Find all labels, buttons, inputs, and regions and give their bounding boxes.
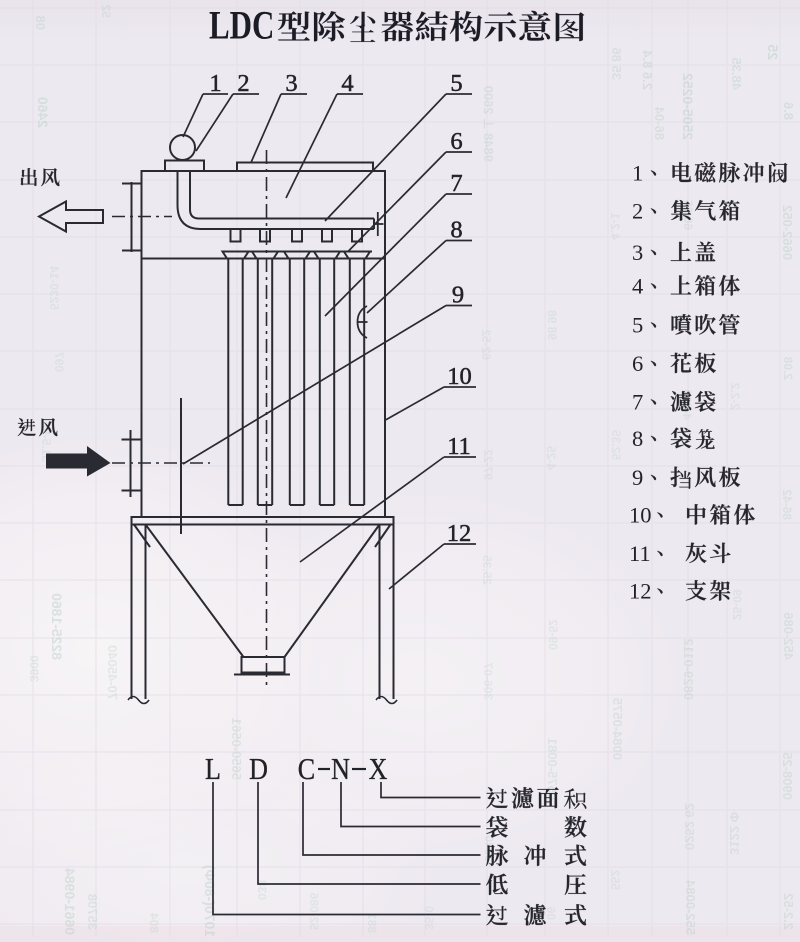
svg-text:1070(-80Φ): 1070(-80Φ): [202, 865, 218, 937]
svg-text:52: 52: [99, 4, 113, 18]
svg-text:35 86: 35 86: [609, 47, 624, 80]
svg-text:097: 097: [52, 352, 66, 372]
svg-text:86-42: 86-42: [780, 489, 794, 520]
svg-text:0084-0575: 0084-0575: [610, 698, 625, 760]
svg-text:09-52: 09-52: [546, 619, 560, 650]
svg-text:5: 5: [632, 313, 643, 338]
svg-text:804: 804: [147, 913, 161, 933]
svg-text:0252 62: 0252 62: [682, 803, 697, 850]
svg-text:C: C: [298, 752, 315, 787]
svg-text:2.6 8.4: 2.6 8.4: [640, 49, 655, 90]
svg-text:N: N: [331, 752, 350, 787]
svg-text:8: 8: [632, 426, 643, 451]
svg-text:4.2-1: 4.2-1: [608, 212, 622, 240]
svg-text:3122 Φ: 3122 Φ: [727, 811, 742, 855]
svg-text:3900: 3900: [27, 655, 41, 682]
svg-text:7: 7: [632, 390, 643, 415]
svg-text:12: 12: [629, 579, 652, 604]
svg-text:3: 3: [285, 70, 297, 97]
svg-text:5230-14: 5230-14: [47, 266, 61, 310]
svg-text:2: 2: [632, 199, 643, 224]
svg-text:1: 1: [632, 161, 643, 186]
svg-text:60 25: 60 25: [681, 200, 695, 230]
svg-text:306-07: 306-07: [481, 662, 495, 700]
svg-text:52-086: 52-086: [307, 892, 321, 930]
svg-text:6: 6: [450, 128, 462, 155]
svg-text:L: L: [205, 752, 221, 787]
svg-text:08: 08: [33, 16, 48, 30]
svg-text:9848 ⊥ 2600: 9848 ⊥ 2600: [481, 86, 496, 162]
svg-text:5: 5: [450, 70, 462, 97]
svg-text:10: 10: [629, 503, 652, 528]
svg-text:0661-0984: 0661-0984: [62, 868, 78, 935]
svg-text:2505-0252: 2505-0252: [680, 73, 696, 140]
svg-text:4: 4: [632, 274, 643, 299]
svg-text:D: D: [249, 752, 268, 787]
svg-text:038: 038: [255, 880, 269, 900]
svg-text:2-2.2: 2-2.2: [728, 382, 742, 410]
svg-text:35-0: 35-0: [422, 906, 436, 930]
svg-text:2460: 2460: [35, 97, 51, 128]
svg-text:452-086: 452-086: [781, 612, 796, 660]
svg-text:0662-052: 0662-052: [780, 205, 795, 260]
svg-text:25.35: 25.35: [480, 555, 494, 585]
svg-text:X: X: [369, 752, 388, 787]
svg-text:5650-0561: 5650-0561: [229, 718, 244, 780]
svg-text:9: 9: [452, 282, 464, 309]
svg-text:8.6: 8.6: [781, 102, 796, 120]
svg-text:52.35: 52.35: [609, 430, 623, 460]
svg-text:4-25: 4-25: [544, 446, 558, 470]
svg-text:98 98: 98 98: [545, 310, 559, 340]
svg-text:06: 06: [544, 906, 558, 920]
svg-text:0575-0081: 0575-0081: [545, 738, 560, 800]
svg-text:48.35: 48.35: [729, 57, 744, 90]
svg-text:35708: 35708: [85, 894, 100, 930]
svg-text:2: 2: [237, 70, 249, 97]
svg-text:3: 3: [632, 240, 643, 265]
svg-text:8: 8: [450, 217, 462, 244]
svg-text:0908-25: 0908-25: [780, 752, 795, 800]
svg-text:2.08: 2.08: [781, 356, 795, 380]
svg-text:25: 25: [765, 44, 781, 60]
svg-text:86-04: 86-04: [652, 106, 667, 140]
svg-text:552-0084: 552-0084: [683, 879, 698, 935]
svg-text:0829-0112: 0829-0112: [681, 639, 696, 700]
svg-text:881: 881: [365, 913, 379, 933]
svg-text:6: 6: [632, 351, 643, 376]
svg-text:7: 7: [450, 170, 462, 197]
svg-text:LDC: LDC: [209, 3, 274, 48]
svg-text:552: 552: [608, 870, 622, 890]
svg-text:11: 11: [447, 433, 471, 460]
svg-text:12: 12: [447, 520, 472, 547]
svg-text:2.2-52: 2.2-52: [781, 893, 796, 930]
svg-text:62-52: 62-52: [479, 329, 493, 360]
svg-text:4: 4: [341, 70, 353, 97]
svg-text:8225-1860: 8225-1860: [49, 593, 65, 660]
svg-text:1: 1: [209, 70, 221, 97]
svg-text:11: 11: [629, 541, 651, 566]
svg-text:70-45040: 70-45040: [105, 645, 120, 700]
svg-text:10: 10: [447, 363, 472, 390]
svg-text:25-09: 25-09: [730, 589, 744, 620]
svg-text:9: 9: [632, 465, 643, 490]
svg-text:97-22: 97-22: [481, 449, 495, 480]
